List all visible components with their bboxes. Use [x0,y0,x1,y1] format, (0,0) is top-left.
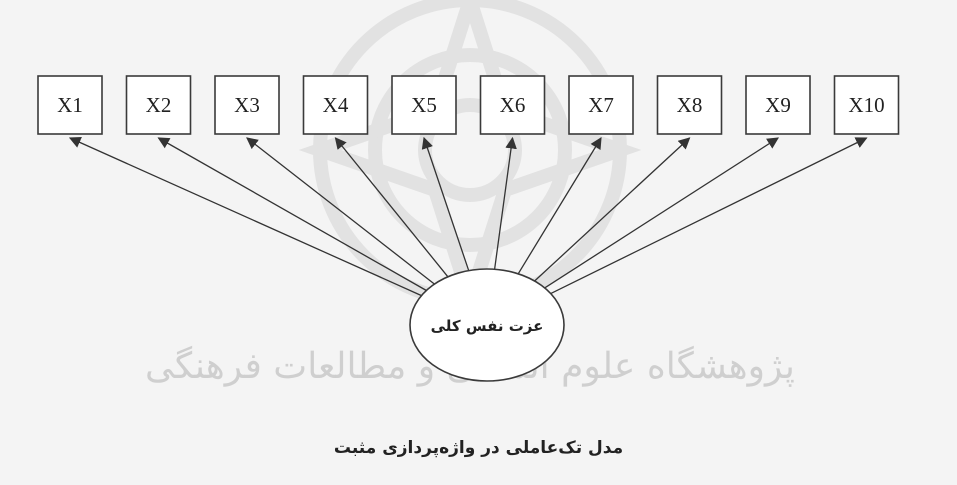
indicator-box-x4 [302,75,369,135]
figure-caption: مدل تک‌عاملی در واژه‌پردازی مثبت [333,438,624,458]
indicator-label-x7: X7 [588,93,614,117]
indicator-label-x3: X3 [234,93,260,117]
loading-arrow-x6 [493,136,517,270]
indicator-box-x1 [37,75,103,135]
indicator-label-x8: X8 [677,93,703,117]
indicator-box-x3 [214,75,280,135]
loading-arrow-x10 [550,137,868,295]
loading-arrow-x5 [421,136,470,271]
loading-arrow-x2 [157,137,427,292]
latent-ellipse [409,268,565,382]
indicator-box-x9 [745,75,811,135]
indicator-box-x2 [125,75,192,135]
indicator-box-x10 [833,75,900,135]
indicators-group: X1 X2 X3 X4 X5 X6 X7 X8 X9 X10 [37,75,900,135]
latent-factor: عزت نفس کلی [409,268,565,382]
indicator-label-x2: X2 [146,93,172,117]
indicator-box-x6 [479,75,546,135]
loading-arrow-x8 [534,137,691,282]
indicator-box-x8 [656,75,723,135]
latent-factor-label: عزت نفس کلی [431,317,544,335]
loading-arrow-x1 [68,136,422,297]
loading-arrow-x9 [544,137,779,289]
indicator-label-x9: X9 [765,93,791,117]
arrows-group [68,136,868,297]
indicator-label-x4: X4 [323,93,349,117]
indicator-label-x1: X1 [57,93,83,117]
indicator-box-x7 [568,75,634,135]
indicator-label-x6: X6 [500,93,526,117]
loading-arrow-x4 [334,137,449,278]
indicator-label-x10: X10 [848,93,884,117]
loading-arrow-x7 [517,137,602,275]
indicator-label-x5: X5 [411,93,437,117]
loading-arrow-x3 [246,137,435,285]
indicator-box-x5 [391,75,457,135]
